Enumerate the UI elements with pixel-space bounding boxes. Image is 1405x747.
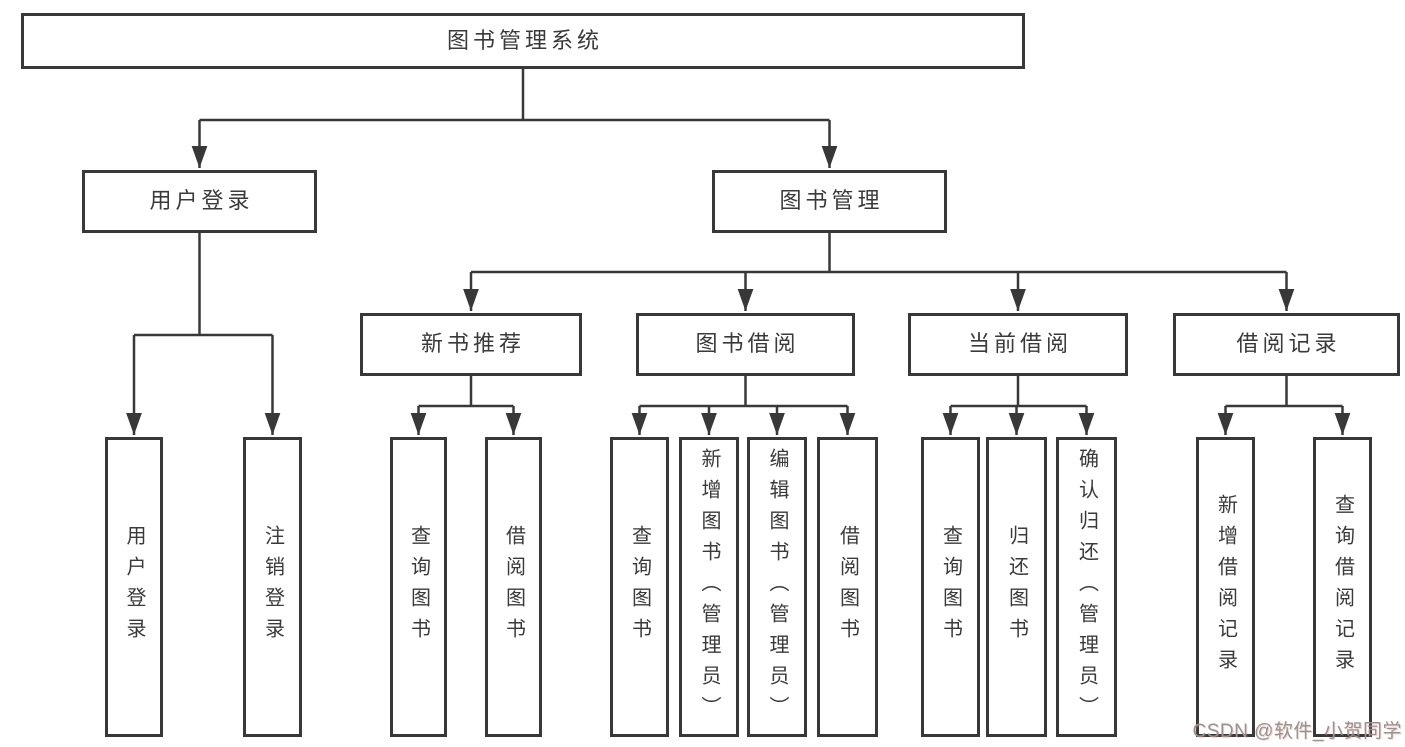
leaf-add-record: 新增借阅记录 <box>1196 437 1255 737</box>
node-label: 查询图书 <box>939 525 962 649</box>
leaf-return-book: 归还图书 <box>986 437 1047 737</box>
leaf-query-book-1: 查询图书 <box>390 437 447 737</box>
node-new-book-rec: 新书推荐 <box>360 313 582 376</box>
node-label: 查询图书 <box>407 525 430 649</box>
leaf-user-login: 用户登录 <box>105 437 163 737</box>
node-root-system: 图书管理系统 <box>21 13 1025 69</box>
node-label: 归还图书 <box>1005 525 1028 649</box>
node-label: 新增图书（管理员） <box>698 447 720 727</box>
node-book-borrow: 图书借阅 <box>636 313 855 376</box>
node-label: 编辑图书（管理员） <box>766 447 788 727</box>
leaf-add-book: 新增图书（管理员） <box>679 437 739 737</box>
csdn-watermark: CSDN @软件_小贺同学 <box>1192 721 1402 742</box>
leaf-borrow-book-2: 借阅图书 <box>817 437 878 737</box>
node-label: 用户登录 <box>149 188 254 214</box>
node-label: 新书推荐 <box>420 331 525 357</box>
leaf-edit-book: 编辑图书（管理员） <box>747 437 807 737</box>
node-book-mgmt: 图书管理 <box>712 170 947 233</box>
leaf-confirm-return: 确认归还（管理员） <box>1056 437 1117 737</box>
node-user-login: 用户登录 <box>82 170 317 233</box>
leaf-query-book-2: 查询图书 <box>610 437 669 737</box>
node-label: 借阅图书 <box>502 525 525 649</box>
node-current-borrow: 当前借阅 <box>908 313 1128 376</box>
node-label: 图书借阅 <box>695 331 800 357</box>
node-label: 图书管理系统 <box>446 27 603 53</box>
node-label: 借阅记录 <box>1236 331 1341 357</box>
leaf-borrow-book-1: 借阅图书 <box>485 437 542 737</box>
node-label: 查询借阅记录 <box>1331 494 1354 680</box>
node-label: 用户登录 <box>123 525 145 649</box>
node-label: 当前借阅 <box>967 331 1072 357</box>
leaf-logout: 注销登录 <box>243 437 302 737</box>
node-label: 查询图书 <box>628 525 651 649</box>
node-borrow-records: 借阅记录 <box>1173 313 1400 376</box>
node-label: 新增借阅记录 <box>1214 494 1237 680</box>
node-label: 借阅图书 <box>836 525 859 649</box>
leaf-query-record: 查询借阅记录 <box>1313 437 1372 737</box>
node-label: 确认归还（管理员） <box>1075 447 1098 727</box>
node-label: 图书管理 <box>779 188 884 214</box>
leaf-query-book-3: 查询图书 <box>921 437 980 737</box>
node-label: 注销登录 <box>261 525 284 649</box>
